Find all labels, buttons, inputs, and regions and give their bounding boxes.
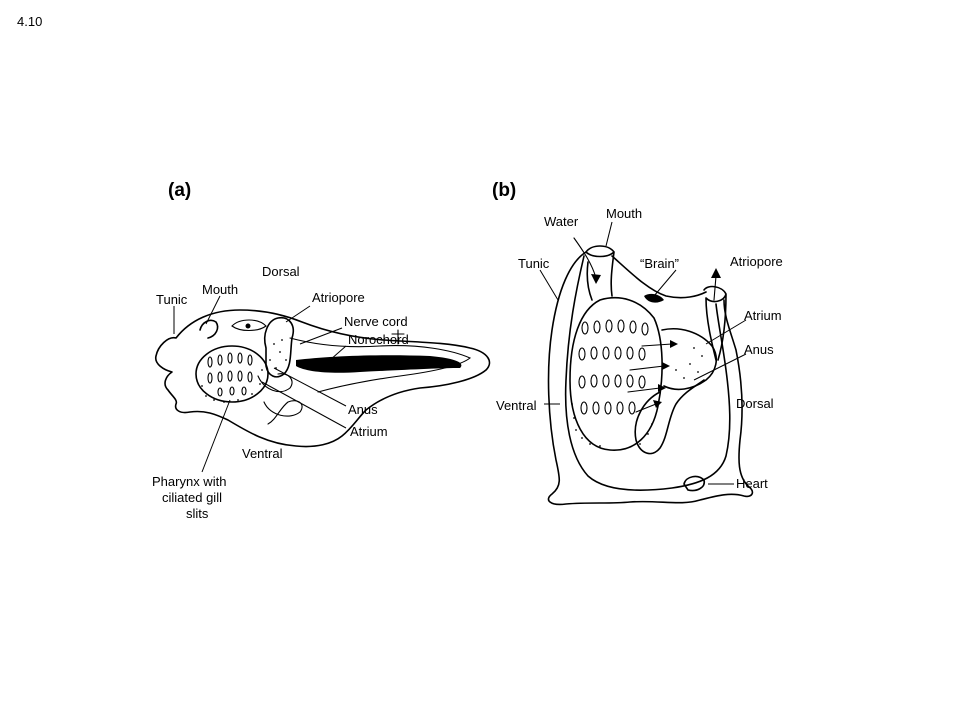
adult-body-outline xyxy=(564,255,731,491)
label-a-anus: Anus xyxy=(348,402,378,417)
adult-water-flow-arrows xyxy=(573,237,721,413)
label-a-atriopore: Atriopore xyxy=(312,290,365,305)
adult-gill-slits xyxy=(578,319,649,415)
label-a-pharynx-line3: slits xyxy=(186,506,209,521)
larva-pharynx xyxy=(195,345,269,403)
label-a-atrium: Atrium xyxy=(350,424,388,439)
larva-nerve-cord xyxy=(296,355,462,373)
label-b-ventral: Ventral xyxy=(496,398,537,413)
label-a-ventral: Ventral xyxy=(242,446,283,461)
label-a-pharynx-line2: ciliated gill xyxy=(162,490,222,505)
larva-eye-region xyxy=(231,319,267,332)
adult-brain xyxy=(644,293,664,303)
panel-b-label: (b) xyxy=(492,180,516,201)
adult-atrium xyxy=(661,328,718,391)
larva-atrium xyxy=(263,316,294,378)
panel-b-labels: (b) Water Mouth Tunic “Brain” Atriopore … xyxy=(492,180,783,491)
adult-dorsal-curve xyxy=(611,255,707,299)
adult-leader-lines xyxy=(539,221,747,485)
larva-gill-slits xyxy=(207,352,253,397)
label-b-anus: Anus xyxy=(744,342,774,357)
adult-atrial-siphon xyxy=(703,285,727,361)
larva-stipple xyxy=(201,339,287,403)
adult-heart xyxy=(683,475,706,492)
panel-a-labels: (a) Dorsal Mouth Tunic Atriopore Nerve c… xyxy=(152,180,409,521)
label-a-pharynx-line1: Pharynx with xyxy=(152,474,226,489)
label-a-nerve-cord: Nerve cord xyxy=(344,314,408,329)
adult-pharynx xyxy=(569,296,663,451)
label-a-mouth: Mouth xyxy=(202,282,238,297)
label-b-brain: “Brain” xyxy=(640,256,679,271)
adult-tunic-outline xyxy=(547,251,754,506)
larva-tunic-outline xyxy=(154,309,491,448)
label-b-atrium: Atrium xyxy=(744,308,782,323)
label-b-heart: Heart xyxy=(736,476,768,491)
label-b-tunic: Tunic xyxy=(518,256,550,271)
panel-a-label: (a) xyxy=(168,180,191,201)
label-b-water: Water xyxy=(544,214,579,229)
larva-intestine xyxy=(257,373,303,425)
adult-stipple xyxy=(571,347,703,447)
slide-number: 4.10 xyxy=(17,14,43,29)
label-b-mouth: Mouth xyxy=(606,206,642,221)
label-a-notochord: Norochord xyxy=(348,332,409,347)
adult-mouth-siphon xyxy=(585,245,615,301)
label-b-atriopore: Atriopore xyxy=(730,254,783,269)
larva-mouth-siphon xyxy=(199,319,219,339)
adult-drawing xyxy=(547,237,754,506)
label-a-dorsal: Dorsal xyxy=(262,264,300,279)
larva-tail-inner xyxy=(289,337,472,393)
larva-notochord-mark xyxy=(391,329,405,345)
label-a-tunic: Tunic xyxy=(156,292,188,307)
label-b-dorsal: Dorsal xyxy=(736,396,774,411)
larva-leader-lines xyxy=(173,295,347,473)
adult-gut xyxy=(634,379,705,455)
larva-drawing xyxy=(154,309,491,448)
